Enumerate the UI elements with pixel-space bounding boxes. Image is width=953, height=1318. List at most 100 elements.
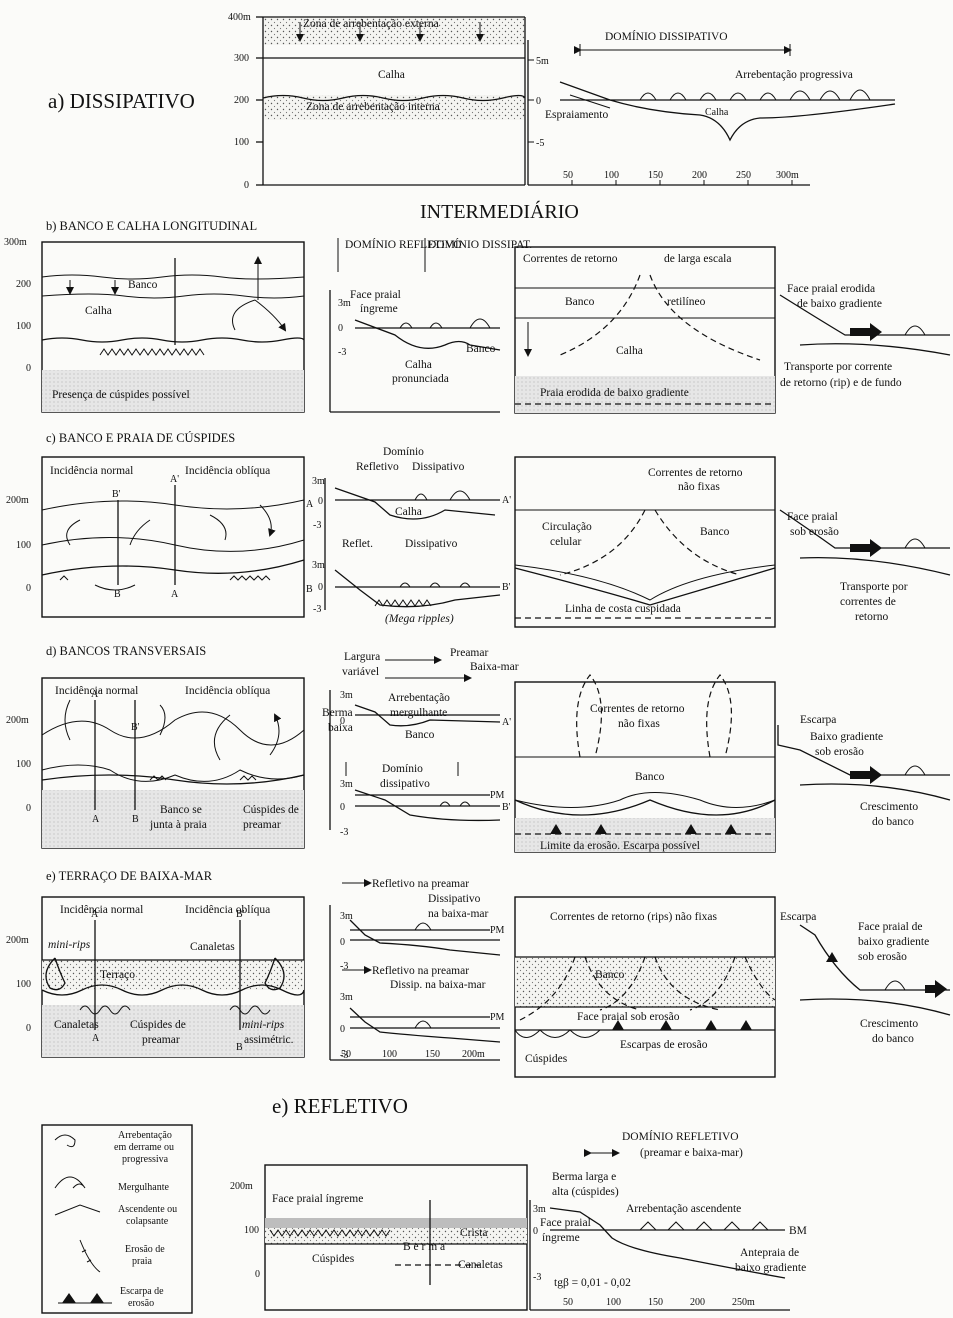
high-tide-d: Preamar [450,647,488,659]
bar-joins-line2: junta à praia [149,819,207,831]
steep-face-plan: Face praial íngreme [272,1193,363,1205]
oblique-incidence-e: Incidência oblíqua [185,904,270,916]
steep-face-line2-f: íngreme [542,1232,580,1244]
plan-a-tick-100: 100 [234,137,249,148]
normal-incidence-e: Incidência normal [60,904,143,916]
f-x-50: 50 [563,1297,573,1308]
channels-top: Canaletas [190,941,235,953]
transport-line1-b: Transporte por corrente [784,361,892,373]
rip-line2-d: não fixas [618,718,660,730]
low-tide-d: Baixa-mar [470,661,519,673]
transverse-bars-d [41,711,305,782]
berm-plan-label: B e r m a [403,1241,445,1253]
berm-line1: Berma [322,707,353,719]
dom-reflective-label: DOMÍNIO REFLETIVO [345,237,462,251]
marker-a-e: A [92,1033,100,1044]
eroded-beach-zone [515,376,775,413]
legend-erosion-line1: Erosão de [125,1244,165,1255]
end-b-prime: B' [502,582,511,593]
cusps-line2-e: preamar [142,1034,180,1046]
profile-a-x-axis: 50 100 150 200 250 300m [563,170,799,185]
f-x-250m: 250m [732,1297,755,1308]
x-tick-100: 100 [604,170,619,181]
profile-a-tick-5m: 5m [536,56,549,67]
rips-label-e: Correntes de retorno (rips) não fixas [550,911,718,923]
transport-line3-c: retorno [855,611,888,623]
section-b-title: b) BANCO E CALHA LONGITUDINAL [46,219,257,233]
crest-label: Crista [460,1227,487,1239]
trough-label-b: Calha [85,305,112,317]
trough-pronounced-line2: pronunciada [392,373,449,385]
plan-f-tick-0: 0 [255,1269,260,1280]
mini-rips-top: mini-rips [48,939,91,951]
plan-f-tick-200m: 200m [230,1181,253,1192]
cusps-plan-f: Cúspides [312,1253,355,1265]
profile-e-bottom-minus3: -3 [340,1050,348,1061]
normal-incidence-c: Incidência normal [50,465,133,477]
bar-rectilinear [514,287,776,319]
profile-e-bottom-0: 0 [340,1024,345,1035]
legend-scarp-line1: Escarpa de [120,1286,164,1297]
mega-ripples: (Mega ripples) [385,613,454,625]
section-a-title: a) DISSIPATIVO [48,89,195,113]
profile-f-tick-0: 0 [533,1226,538,1237]
trough-pronounced-line1: Calha [405,359,432,371]
legend-plunging: Mergulhante [118,1182,169,1193]
bar-label-b: Banco [128,279,158,291]
plan-c-tick-0: 0 [26,583,31,594]
cusps-line2-d: preamar [243,819,281,831]
section-c-profile: Domínio Refletivo Dissipativo 3m 0 -3 Ca… [306,446,511,625]
f-x-200: 200 [690,1297,705,1308]
side-face-line2-e: baixo gradiente [858,936,929,948]
legend-spilling-line2: em derrame ou [114,1142,174,1153]
width-line2: variável [342,666,379,678]
refl-high-bottom: Refletivo na preamar [372,965,469,977]
outer-zone-label: Zona de arrebentação externa [303,18,439,30]
growth-line1-d: Crescimento [860,801,918,813]
marker-b-d: B [132,814,139,825]
side-face-line2-b: de baixo gradiente [797,298,882,310]
cell-line1-c: Circulação [542,521,592,533]
rectilinear-label: retilíneo [667,296,706,308]
section-a-profile: 5m 0 -5 DOMÍNIO DISSIPATIVO Arrebentação… [527,29,896,186]
profile-c-bottom-0: 0 [318,582,323,593]
bar-c-shape [41,499,305,552]
section-d-detail: Correntes de retorno não fixas Banco Lim… [514,674,776,853]
profile-f-x-axis: 50 100 150 200 250m [563,1297,755,1308]
profile-f-tick-3m: 3m [533,1204,546,1215]
profile-d-bottom-3m: 3m [340,779,353,790]
rip-currents-label-b: Correntes de retorno [523,253,618,265]
rip-line2-c: não fixas [678,481,720,493]
oblique-incidence-d: Incidência oblíqua [185,685,270,697]
trough-label-a: Calha [378,69,405,81]
growth-line2-d: do banco [872,816,914,828]
marker-b-prime-e: B' [236,909,245,920]
section-b-side: Face praial erodida de baixo gradiente T… [779,283,951,389]
profile-d-top-3m: 3m [340,690,353,701]
marker-a-d: A [92,814,100,825]
profile-trough-label-a: Calha [705,107,729,118]
profile-e-top-3m: 3m [340,911,353,922]
cusps-line1-d: Cúspides de [243,804,299,816]
e-x-50: 50 [341,1049,351,1060]
profile-b-tick-minus3: -3 [338,347,346,358]
face-steep-line1: Face praial [350,289,401,301]
channels-plan-f: Canaletas [458,1259,503,1271]
plan-e-tick-200m: 200m [6,935,29,946]
oblique-incidence-c: Incidência oblíqua [185,465,270,477]
mini-rips-bottom-line2: assimétric. [244,1034,294,1046]
plan-d-tick-0: 0 [26,803,31,814]
bm-label: BM [789,1225,807,1237]
marker-a-prime-e: A' [91,909,100,920]
section-d-title: d) BANCOS TRANSVERSAIS [46,644,206,658]
domain-line1-f: DOMÍNIO REFLETIVO [622,1129,739,1143]
profile-d-bottom-minus3: -3 [340,827,348,838]
steep-face-line1-f: Face praial [540,1217,591,1229]
section-f-reflective: e) REFLETIVO Arrebentação em derrame ou … [41,1094,807,1314]
bar-b-shape [41,274,305,299]
profile-e-bottom-3m: 3m [340,992,353,1003]
cusps-line1-e: Cúspides de [130,1019,186,1031]
berm-wide-line1: Berma larga e [552,1171,616,1183]
scarp-label-d: Escarpa [800,714,836,726]
